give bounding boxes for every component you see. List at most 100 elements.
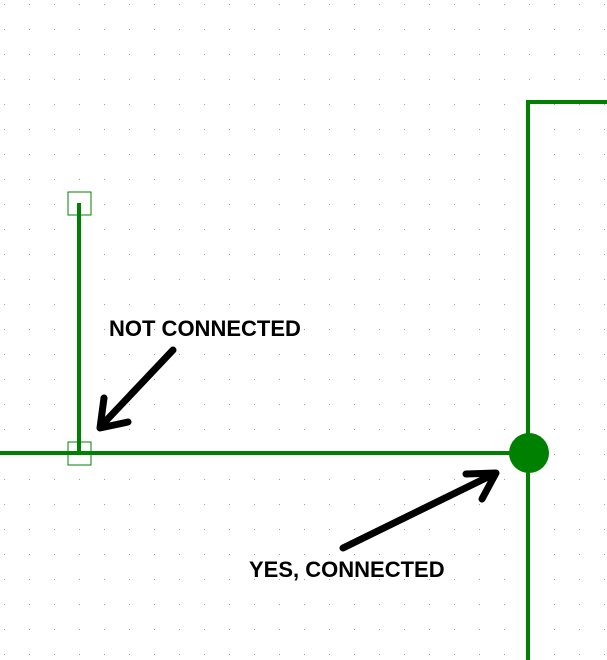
grid-dot	[254, 79, 255, 80]
grid-dot	[79, 554, 80, 555]
grid-dot	[4, 179, 5, 180]
grid-dot	[104, 4, 105, 5]
grid-dot	[229, 404, 230, 405]
grid-dot	[454, 654, 455, 655]
grid-dot	[579, 204, 580, 205]
grid-dot	[329, 429, 330, 430]
grid-dot	[604, 129, 605, 130]
grid-dot	[329, 354, 330, 355]
grid-dot	[379, 204, 380, 205]
grid-dot	[379, 654, 380, 655]
grid-dot	[604, 279, 605, 280]
grid-dot	[129, 604, 130, 605]
grid-dot	[404, 129, 405, 130]
grid-dot	[354, 379, 355, 380]
grid-dot	[554, 529, 555, 530]
grid-dot	[504, 579, 505, 580]
grid-dot	[179, 79, 180, 80]
grid-dot	[179, 604, 180, 605]
grid-dot	[204, 154, 205, 155]
grid-dot	[4, 479, 5, 480]
grid-dot	[579, 354, 580, 355]
grid-dot	[354, 354, 355, 355]
grid-dot	[4, 654, 5, 655]
grid-dot	[579, 654, 580, 655]
grid-dot	[254, 304, 255, 305]
grid-dot	[29, 104, 30, 105]
grid-dot	[154, 154, 155, 155]
grid-dot	[54, 154, 55, 155]
grid-dot	[279, 154, 280, 155]
grid-dot	[279, 529, 280, 530]
grid-dot	[479, 579, 480, 580]
grid-dot	[579, 229, 580, 230]
grid-dot	[504, 654, 505, 655]
grid-dot	[379, 279, 380, 280]
grid-dot	[179, 579, 180, 580]
grid-dot	[129, 204, 130, 205]
grid-dot	[104, 304, 105, 305]
grid-dot	[229, 154, 230, 155]
grid-dot	[579, 404, 580, 405]
grid-dot	[554, 354, 555, 355]
grid-dot	[454, 604, 455, 605]
arrow-icon	[96, 346, 177, 432]
grid-dot	[179, 304, 180, 305]
grid-dot	[229, 204, 230, 205]
grid-dot	[4, 504, 5, 505]
grid-dot	[29, 54, 30, 55]
grid-dot	[4, 204, 5, 205]
grid-dot	[379, 179, 380, 180]
grid-dot	[354, 429, 355, 430]
grid-dot	[429, 529, 430, 530]
grid-dot	[104, 229, 105, 230]
grid-dot	[354, 154, 355, 155]
grid-dot	[604, 504, 605, 505]
grid-dot	[204, 429, 205, 430]
grid-dot	[304, 254, 305, 255]
grid-dot	[4, 29, 5, 30]
grid-dot	[329, 179, 330, 180]
grid-dot	[454, 4, 455, 5]
grid-dot	[29, 604, 30, 605]
grid-dot	[354, 254, 355, 255]
grid-dot	[354, 404, 355, 405]
grid-dot	[179, 429, 180, 430]
grid-dot	[29, 279, 30, 280]
grid-dot	[179, 329, 180, 330]
grid-dot	[229, 29, 230, 30]
grid-dot	[54, 379, 55, 380]
grid-dot	[54, 404, 55, 405]
grid-dot	[204, 554, 205, 555]
grid-dot	[429, 304, 430, 305]
connected-label: YES, CONNECTED	[249, 557, 445, 582]
grid-dot	[379, 629, 380, 630]
grid-dot	[404, 504, 405, 505]
grid-dot	[104, 204, 105, 205]
grid-dot	[404, 629, 405, 630]
grid-dot	[429, 654, 430, 655]
grid-dot	[504, 354, 505, 355]
grid-dot	[554, 654, 555, 655]
grid-dot	[579, 329, 580, 330]
grid-dot	[429, 204, 430, 205]
grid-dot	[304, 579, 305, 580]
grid-dot	[604, 154, 605, 155]
grid-dot	[279, 104, 280, 105]
grid-dot	[429, 554, 430, 555]
grid-dot	[504, 129, 505, 130]
grid-dot	[329, 229, 330, 230]
grid-dot	[204, 604, 205, 605]
grid-dot	[129, 29, 130, 30]
grid-dot	[429, 579, 430, 580]
grid-dot	[79, 79, 80, 80]
grid-dot	[54, 79, 55, 80]
grid-dot	[304, 279, 305, 280]
grid-dot	[4, 129, 5, 130]
grid-dot	[304, 479, 305, 480]
grid-dot	[404, 329, 405, 330]
grid-dot	[579, 604, 580, 605]
grid-dot	[204, 254, 205, 255]
